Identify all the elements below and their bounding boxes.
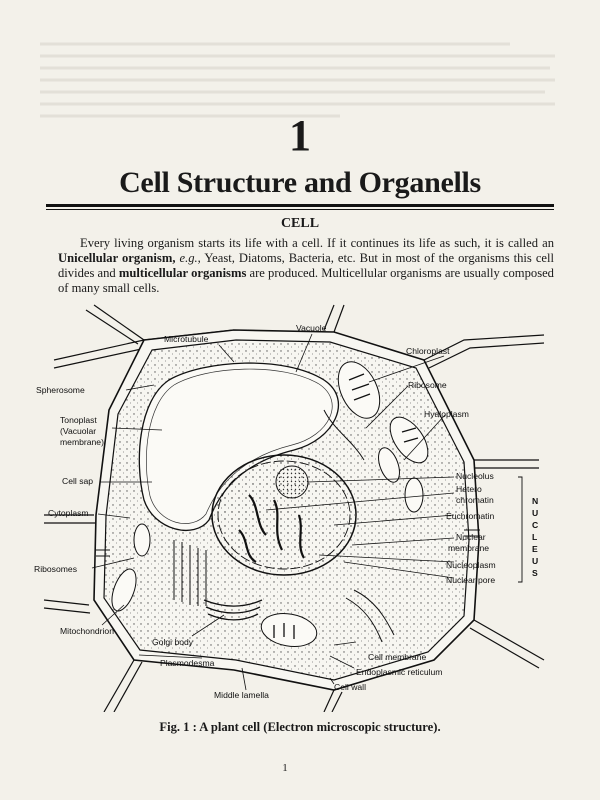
label-nucleolus: Nucleolus: [456, 471, 494, 481]
figure-caption: Fig. 1 : A plant cell (Electron microsco…: [159, 720, 441, 734]
nucleus-letter-2: U: [532, 508, 538, 518]
label-cell-sap: Cell sap: [62, 476, 93, 486]
label-vacuole: Vacuole: [296, 323, 327, 333]
label-ribosome: Ribosome: [408, 380, 447, 390]
para-text-1: Every living organism starts its life wi…: [80, 236, 554, 250]
label-nuclear-pore: Nuclear pore: [446, 575, 495, 585]
eg-abbrev: e.g.,: [175, 251, 201, 265]
plant-cell-figure: N U C L E U S Microtubule Vacuole Chloro…: [34, 300, 554, 712]
bleed-through-text: [40, 38, 560, 130]
heterochromatin: [238, 494, 305, 563]
endoplasmic-reticulum: [173, 409, 395, 643]
label-heterochromatin-line2: chromatin: [456, 495, 494, 505]
neighbour-cell-walls: [43, 304, 545, 712]
plant-cell-diagram: N U C L E U S Microtubule Vacuole Chloro…: [34, 304, 545, 712]
bleed-through-lines: [40, 42, 555, 118]
nucleus-letter-4: L: [532, 532, 537, 542]
label-mitochondrion: Mitochondrion: [60, 626, 114, 636]
label-cytoplasm: Cytoplasm: [48, 508, 89, 518]
nucleus-letter-3: C: [532, 520, 538, 530]
label-tonoplast-line3: membrane): [60, 437, 104, 447]
leader-lines: [91, 333, 455, 691]
label-endoplasmic-reticulum: Endoplasmic reticulum: [356, 667, 442, 677]
label-golgi-body: Golgi body: [152, 637, 194, 647]
label-hyaloplasm: Hyaloplasm: [424, 409, 469, 419]
page-number: 1: [282, 762, 288, 774]
label-spherosome: Spherosome: [36, 385, 85, 395]
label-microtubule: Microtubule: [164, 334, 209, 344]
para-text-2: Yeast, Diatoms, Bacteria, etc. But in mo…: [58, 251, 555, 280]
golgi-body: [203, 599, 263, 621]
chloroplasts: [260, 361, 429, 647]
term-multicellular: multicellular organisms: [118, 266, 247, 280]
mitochondria: [111, 447, 400, 612]
label-middle-lamella: Middle lamella: [214, 690, 269, 700]
label-nuclear-membrane-line1: Nuclear: [456, 532, 486, 542]
label-ribosomes: Ribosomes: [34, 564, 77, 574]
label-tonoplast-line1: Tonoplast: [60, 415, 97, 425]
label-nucleoplasm: Nucleoplasm: [446, 560, 496, 570]
label-cell-wall: Cell wall: [334, 682, 366, 692]
chapter-title: Cell Structure and Organells: [119, 166, 481, 199]
title-rule-thin: [46, 209, 554, 210]
plasmodesmata: [96, 529, 480, 557]
nucleus-letter-5: E: [532, 544, 538, 554]
label-tonoplast-line2: (Vacuolar: [60, 426, 96, 436]
section-heading: CELL: [280, 216, 320, 231]
nucleus-bracket: [518, 476, 523, 583]
nucleolus: [275, 465, 309, 499]
term-unicellular: Unicellular organism,: [58, 251, 176, 265]
chapter-number: 1: [289, 111, 311, 160]
label-heterochromatin-line1: Hetero: [456, 484, 482, 494]
figure-labels: Microtubule Vacuole Chloroplast Spheroso…: [34, 323, 496, 700]
label-nuclear-membrane-line2: membrane: [448, 543, 489, 553]
label-cell-membrane: Cell membrane: [368, 652, 426, 662]
label-euchromatin: Euchromatin: [446, 511, 494, 521]
nucleus-bracket-letters: N U C L E U S: [532, 496, 538, 578]
label-chloroplast: Chloroplast: [406, 346, 450, 356]
label-plasmodesma: Plasmodesma: [160, 658, 215, 668]
intro-paragraph: Every living organism starts its life wi…: [58, 236, 554, 296]
para-text-3: are produced. Multicellular organisms ar…: [58, 266, 554, 295]
title-rule-thick: [46, 204, 554, 207]
nucleus-letter-6: U: [532, 556, 538, 566]
chloroplast-grana: [273, 373, 419, 639]
nucleus-letter-7: S: [532, 568, 538, 578]
nucleus-letter-1: N: [532, 496, 538, 506]
nucleus: [211, 454, 357, 576]
